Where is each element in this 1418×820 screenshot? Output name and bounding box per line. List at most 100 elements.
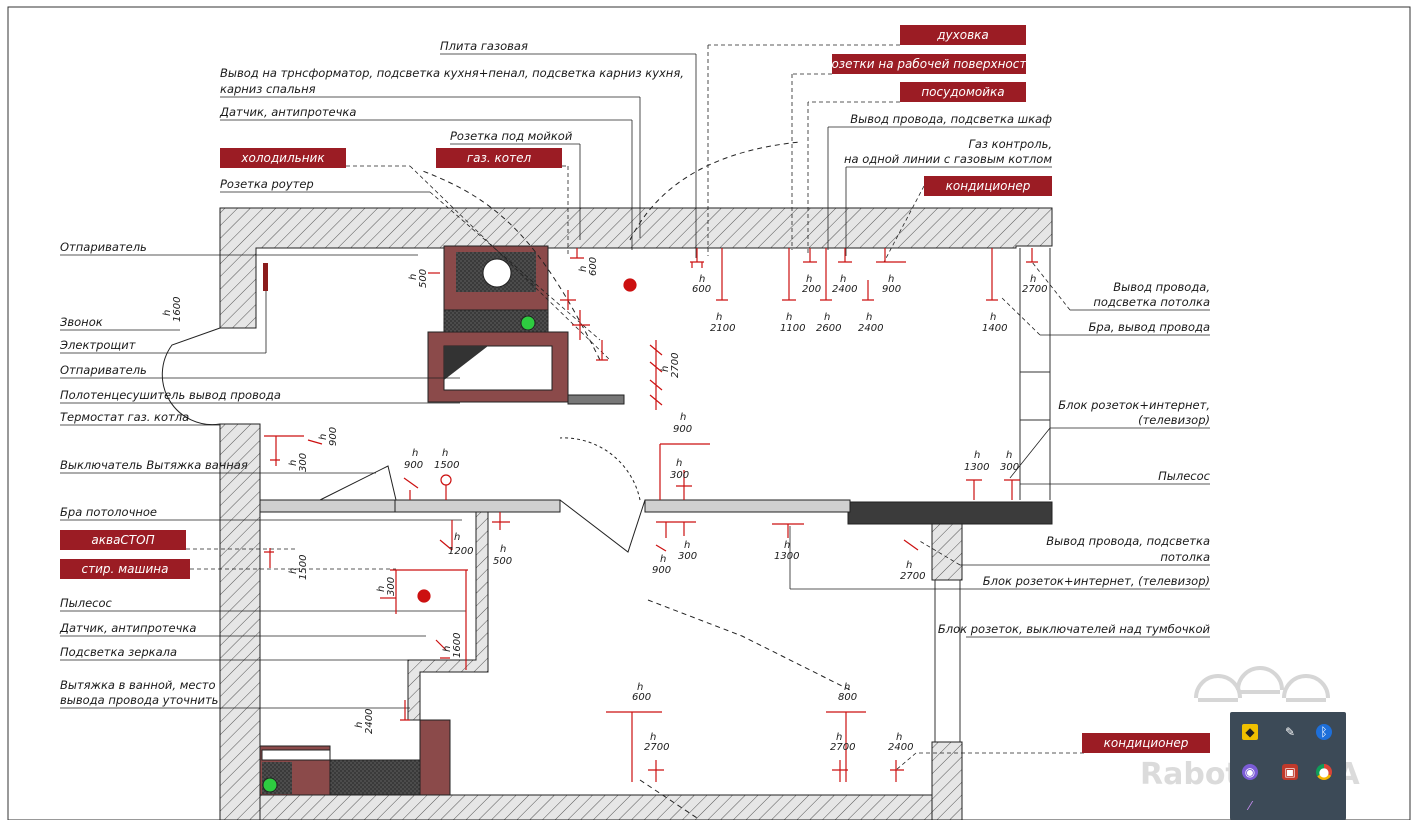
label-towel-dryer: Полотенцесушитель вывод провода	[60, 388, 281, 402]
tag-aquastop: акваСТОП	[60, 530, 186, 550]
svg-text:600: 600	[632, 692, 651, 703]
svg-text:h: h	[906, 560, 912, 571]
svg-text:h: h	[974, 450, 980, 461]
svg-text:h: h	[162, 310, 173, 316]
chrome-icon[interactable]: ●	[1316, 764, 1332, 780]
svg-text:h: h	[660, 554, 666, 565]
svg-text:900: 900	[882, 284, 901, 295]
svg-text:h: h	[699, 274, 705, 285]
svg-text:1300: 1300	[964, 462, 989, 473]
pen-icon[interactable]: ✎	[1284, 725, 1296, 739]
svg-text:h: h	[680, 412, 686, 423]
svg-text:300: 300	[386, 577, 397, 596]
svg-text:300: 300	[1000, 462, 1019, 473]
svg-text:1500: 1500	[434, 460, 459, 471]
svg-text:h: h	[500, 544, 506, 555]
svg-text:300: 300	[298, 453, 309, 472]
svg-text:200: 200	[802, 284, 821, 295]
bluetooth-icon[interactable]: ᛒ	[1316, 724, 1332, 740]
svg-text:2700: 2700	[900, 571, 925, 582]
svg-text:500: 500	[493, 556, 512, 567]
svg-text:h: h	[866, 312, 872, 323]
shield-icon[interactable]: ◆	[1242, 724, 1258, 740]
label-electrical-panel: Электрощит	[59, 338, 136, 352]
label-sconce-wire: Бра, вывод провода	[1089, 320, 1211, 334]
tag-oven: духовка	[900, 25, 1026, 45]
svg-text:акваСТОП: акваСТОП	[91, 533, 154, 547]
svg-text:900: 900	[328, 427, 339, 446]
svg-text:h: h	[660, 366, 671, 372]
svg-text:1600: 1600	[172, 297, 183, 322]
svg-text:посудомойка: посудомойка	[921, 85, 1004, 99]
svg-text:h: h	[806, 274, 812, 285]
label-ceiling-sconce: Бра потолочное	[60, 505, 157, 519]
svg-text:1500: 1500	[298, 555, 309, 580]
svg-text:h: h	[354, 722, 365, 728]
label-ceiling-light-2a: Вывод провода, подсветка	[1046, 534, 1210, 548]
svg-text:600: 600	[588, 257, 599, 276]
svg-text:h: h	[784, 540, 790, 551]
messenger-icon[interactable]: ◉	[1242, 764, 1258, 780]
tag-washing-machine: стир. машина	[60, 559, 190, 579]
label-tv-block-1b: (телевизор)	[1138, 413, 1210, 427]
feather-icon[interactable]: ⁄	[1248, 799, 1251, 813]
svg-text:h: h	[288, 460, 299, 466]
svg-text:h: h	[888, 274, 894, 285]
svg-text:h: h	[684, 540, 690, 551]
label-tv-block-2: Блок розеток+интернет, (телевизор)	[983, 574, 1210, 588]
svg-text:кондиционер: кондиционер	[1104, 736, 1189, 750]
svg-text:h: h	[824, 312, 830, 323]
label-leak-sensor-top: Датчик, антипротечка	[219, 105, 356, 119]
svg-text:600: 600	[692, 284, 711, 295]
svg-text:h: h	[836, 732, 842, 743]
label-router-socket: Розетка роутер	[220, 177, 314, 191]
svg-text:h: h	[454, 532, 460, 543]
svg-text:h: h	[442, 448, 448, 459]
svg-text:h: h	[318, 434, 329, 440]
label-mirror-light: Подсветка зеркала	[60, 645, 177, 659]
tag-air-conditioner-bottom: кондиционер	[1082, 733, 1210, 753]
svg-text:300: 300	[670, 470, 689, 481]
appliance-tags: духовка розетки на рабочей поверхности п…	[60, 25, 1210, 753]
svg-text:1300: 1300	[774, 551, 799, 562]
label-bath-fan-switch: Выключатель Вытяжка ванная	[60, 458, 248, 472]
interior-walls	[259, 245, 851, 796]
top-labels: Плита газовая Вывод на трнсформатор, под…	[219, 39, 1052, 191]
dashed-guides	[419, 141, 851, 820]
label-gas-stove: Плита газовая	[440, 39, 528, 53]
label-transformer-2: карниз спальня	[220, 82, 316, 96]
svg-text:2700: 2700	[1022, 284, 1047, 295]
svg-text:2400: 2400	[888, 742, 913, 753]
svg-text:2400: 2400	[858, 323, 883, 334]
exterior-walls	[219, 207, 1053, 820]
svg-text:h: h	[716, 312, 722, 323]
label-nightstand-block: Блок розеток, выключателей над тумбочкой	[938, 622, 1211, 636]
svg-text:h: h	[637, 682, 643, 693]
app-icon[interactable]: ▣	[1282, 764, 1298, 780]
svg-text:2100: 2100	[710, 323, 735, 334]
